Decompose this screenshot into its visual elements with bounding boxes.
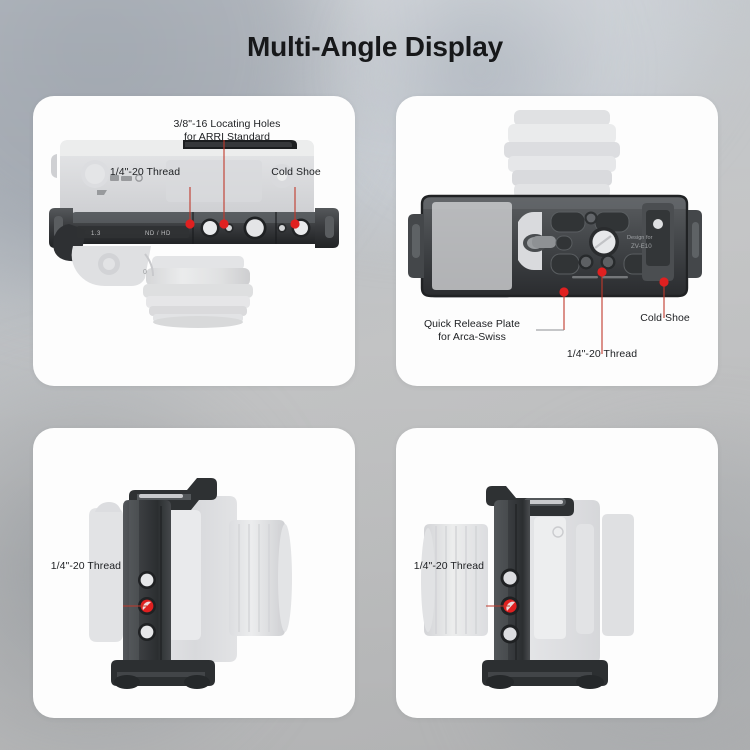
right-side-view-illustration — [421, 486, 634, 689]
panel-top-view: 0 1.3 ND / HD 3/8"-16 Locating Holes for — [33, 96, 355, 386]
camera-top-ghost — [89, 502, 123, 642]
callout-label-arri-holes: 3/8"-16 Locating Holes for ARRI Standard — [173, 118, 281, 143]
marker-arri — [219, 219, 229, 229]
callout-label-thread: 1/4"-20 Thread — [413, 560, 484, 572]
lens-silhouette — [143, 256, 253, 328]
lens-ghost — [421, 524, 488, 636]
left-side-view-illustration — [89, 478, 292, 689]
top-view-illustration: 0 1.3 ND / HD — [49, 140, 339, 328]
bottom-view-illustration: Design for ZV-E10 — [408, 110, 702, 354]
panel-right-side-view: 1/4"-20 Thread — [396, 428, 718, 718]
callout-markers — [185, 219, 300, 229]
marker-cold-shoe — [659, 277, 669, 287]
page-title: Multi-Angle Display — [247, 31, 503, 62]
camera-grip: 0 — [71, 246, 154, 286]
marker-cold-shoe — [290, 219, 300, 229]
camera-markings — [97, 174, 143, 195]
callout-label-thread: 1/4"-20 Thread — [50, 560, 121, 572]
leader-lines — [563, 272, 665, 354]
panel-left-side-view: 1/4"-20 Thread — [33, 428, 355, 718]
callout-label-cold-shoe: Cold Shoe — [640, 312, 690, 324]
marker-thread — [185, 219, 195, 229]
marker-thread — [597, 267, 607, 277]
callout-label-cold-shoe: Cold Shoe — [271, 166, 321, 178]
cage-side-ears — [408, 210, 702, 278]
leader-lines — [189, 140, 296, 224]
svg-text:1.3: 1.3 — [91, 231, 101, 237]
right-side-view-stage: 1/4"-20 Thread — [396, 428, 718, 718]
marker-qr-plate — [559, 287, 569, 297]
bottom-view-stage: Design for ZV-E10 — [396, 96, 718, 386]
left-side-view-stage: 1/4"-20 Thread — [33, 428, 355, 718]
cage-base-plate: Design for ZV-E10 — [420, 194, 689, 298]
callout-label-thread: 1/4"-20 Thread — [109, 166, 181, 178]
top-view-stage: 0 1.3 ND / HD 3/8"-16 Locating Holes for — [33, 96, 355, 386]
camera-rear-ghost — [602, 514, 634, 636]
callout-markers — [559, 267, 669, 297]
lens-silhouette — [504, 110, 620, 198]
svg-text:0: 0 — [143, 269, 147, 276]
callout-label-thread: 1/4"-20 Thread — [566, 348, 638, 360]
engraving-line-2: ZV-E10 — [631, 243, 652, 250]
svg-text:ND / HD: ND / HD — [145, 231, 171, 237]
panel-bottom-view: Design for ZV-E10 — [396, 96, 718, 386]
body-label-strip: 1.3 ND / HD — [77, 226, 189, 238]
callout-label-qr-plate: Quick Release Plate for Arca-Swiss — [423, 318, 521, 343]
engraving-line-1: Design for — [627, 235, 653, 241]
cage-top-rail — [183, 140, 297, 149]
camera-body-ghost — [153, 496, 237, 662]
lens-ghost — [229, 520, 292, 636]
camera-body-ghost — [516, 500, 600, 664]
